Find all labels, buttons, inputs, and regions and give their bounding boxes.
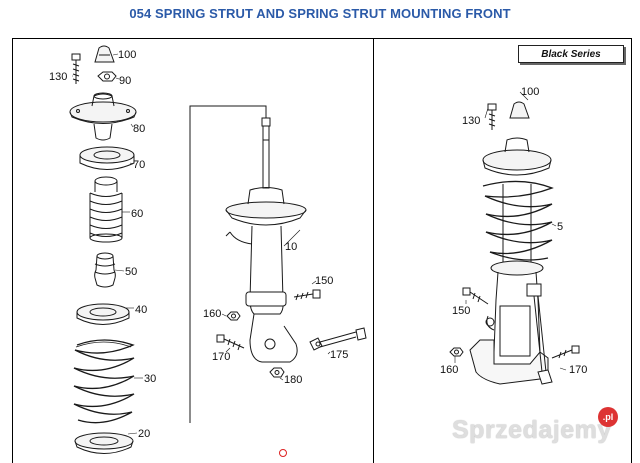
label-r160: 160	[440, 364, 458, 376]
part-nut-160	[226, 311, 241, 321]
label-r130: 130	[462, 115, 480, 127]
watermark-text: Sprzedajemy	[452, 416, 612, 444]
leader-lines	[72, 53, 567, 435]
black-series-badge: Black Series	[518, 45, 624, 63]
part-bolt-150	[293, 289, 321, 301]
label-80: 80	[133, 123, 145, 135]
label-r100: 100	[521, 86, 539, 98]
label-170: 170	[212, 351, 230, 363]
part-seat-20	[74, 432, 134, 454]
part-bolt-170	[216, 334, 245, 351]
part-spring-30	[73, 339, 135, 424]
label-90: 90	[119, 75, 131, 87]
panel-divider	[373, 38, 374, 463]
label-50: 50	[125, 266, 137, 278]
part-mount-80	[69, 92, 137, 141]
assembled-strut-5	[469, 137, 554, 385]
assembled-cap-100	[509, 101, 530, 119]
label-r150: 150	[452, 305, 470, 317]
watermark-logo: .pl	[598, 407, 618, 427]
part-bolt-130	[71, 53, 81, 84]
label-40: 40	[135, 304, 147, 316]
label-100: 100	[118, 49, 136, 61]
callout-bracket	[189, 105, 267, 423]
part-nut-180	[269, 367, 285, 378]
carousel-dot[interactable]	[279, 449, 287, 457]
label-175: 175	[330, 349, 348, 361]
part-link-175	[309, 327, 367, 351]
diagram-frame	[12, 38, 632, 463]
label-10: 10	[285, 241, 297, 253]
label-150: 150	[315, 275, 333, 287]
part-shock-10	[225, 117, 307, 363]
part-pad-40	[76, 303, 130, 325]
label-30: 30	[144, 373, 156, 385]
part-seat-70	[79, 146, 135, 170]
part-bumpstop-50	[94, 252, 116, 288]
label-r5: 5	[557, 221, 563, 233]
label-180: 180	[284, 374, 302, 386]
assembled-bolt-150	[462, 287, 489, 305]
part-boot-60	[89, 176, 123, 243]
assembled-link	[526, 283, 553, 385]
part-nut-90	[97, 71, 117, 82]
label-130: 130	[49, 71, 67, 83]
assembled-bolt-170	[551, 345, 580, 359]
label-60: 60	[131, 208, 143, 220]
label-160: 160	[203, 308, 221, 320]
page-title: 054 SPRING STRUT AND SPRING STRUT MOUNTI…	[129, 6, 511, 21]
label-70: 70	[133, 159, 145, 171]
assembled-nut-160	[449, 347, 464, 357]
part-cap-100	[94, 45, 115, 63]
label-20: 20	[138, 428, 150, 440]
assembled-bolt-130	[487, 103, 497, 130]
label-r170: 170	[569, 364, 587, 376]
